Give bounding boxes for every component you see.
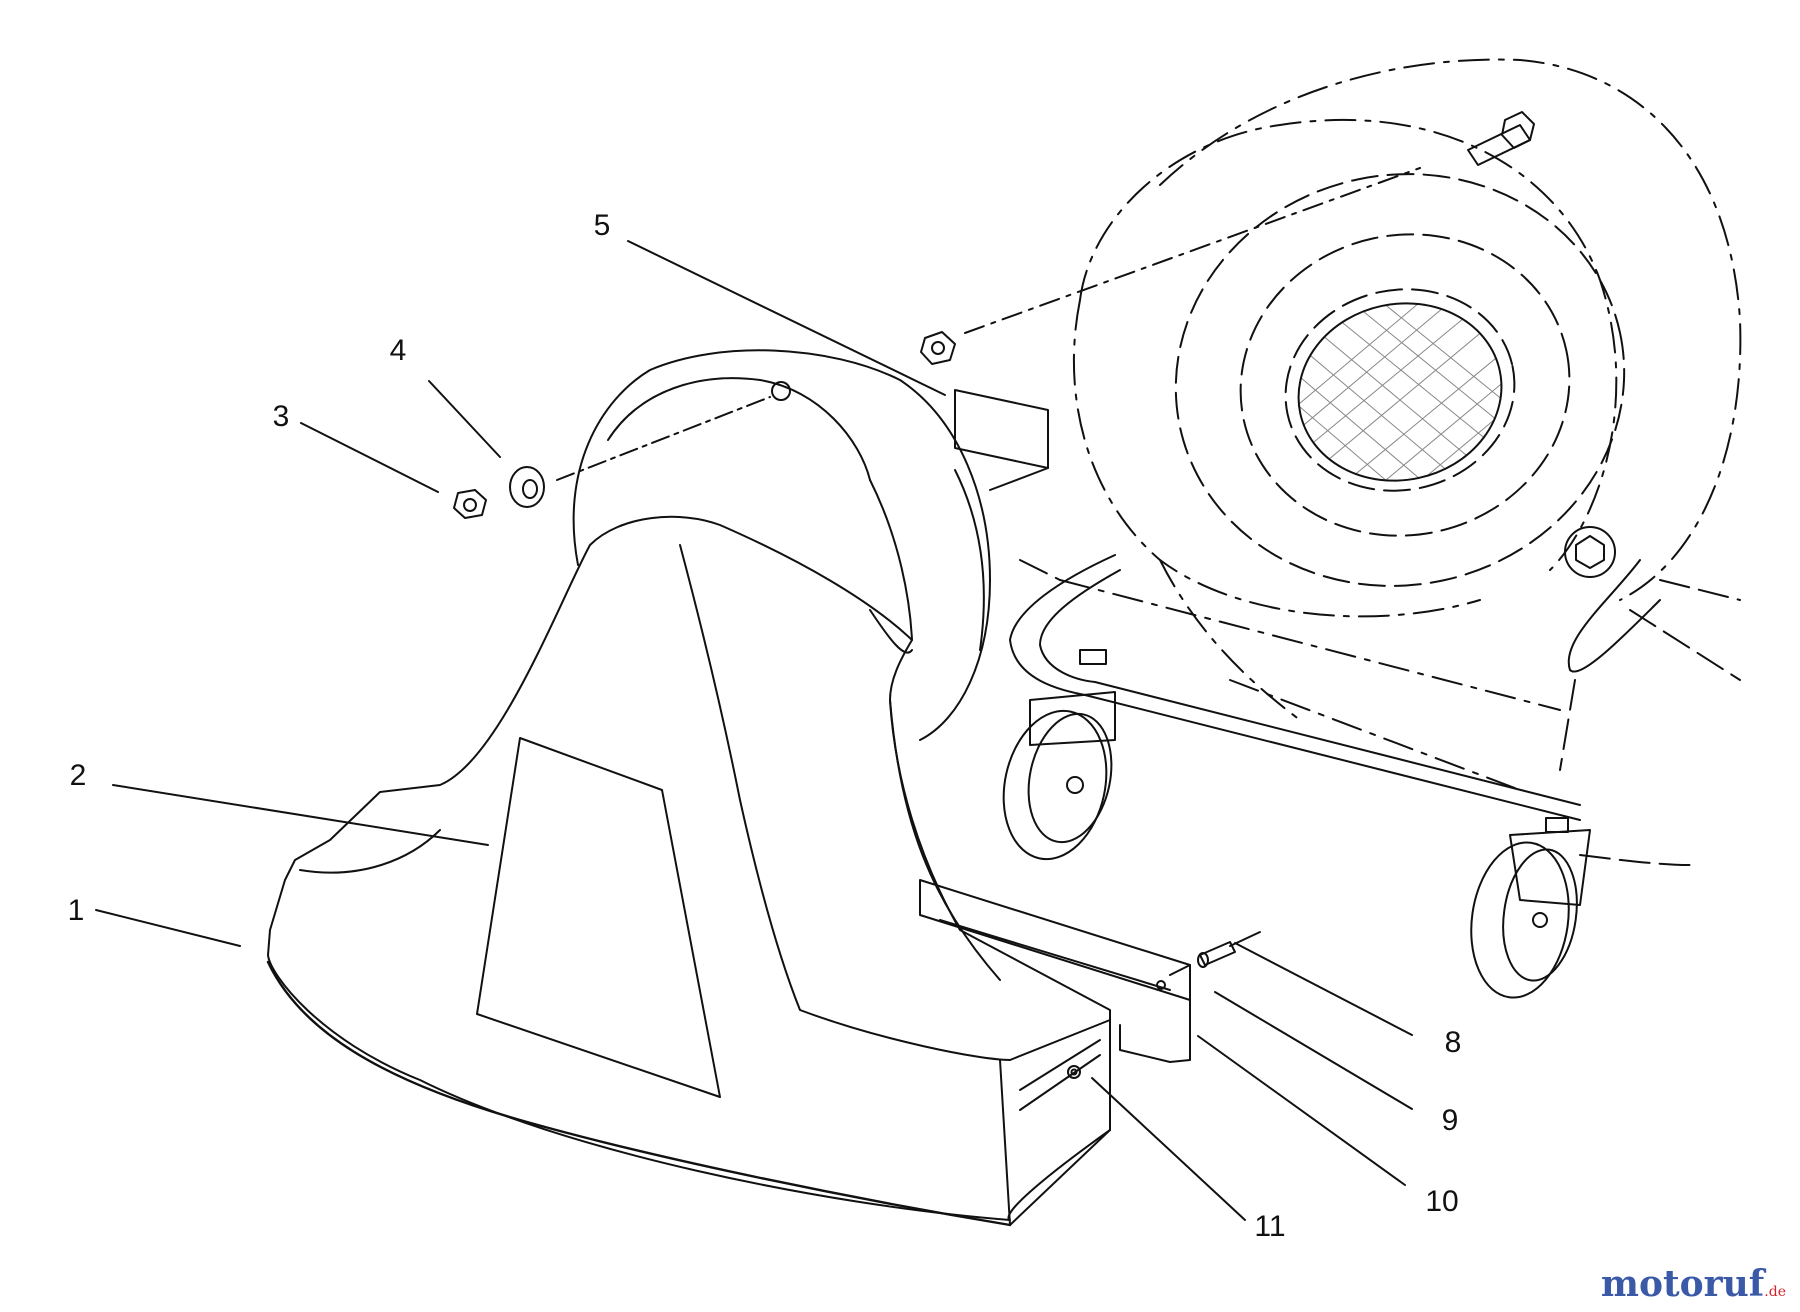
- callout-1: 1: [67, 894, 85, 927]
- callout-2: 2: [69, 759, 87, 792]
- hinge-bar: [919, 879, 1191, 1063]
- watermark-sub: .de: [1764, 1284, 1786, 1300]
- leader-lines: [95, 240, 1413, 1221]
- nut: [453, 489, 487, 519]
- watermark-main: motoruf: [1600, 1263, 1765, 1305]
- chute-housing: [266, 515, 1111, 1227]
- wheel-axle: [1009, 554, 1581, 833]
- front-wheel-left: [1002, 691, 1116, 861]
- upper-nut: [920, 331, 956, 365]
- callout-9: 9: [1441, 1104, 1459, 1137]
- engine-bolt: [1564, 526, 1616, 578]
- callout-4: 4: [389, 334, 407, 367]
- washer: [509, 466, 545, 508]
- callout-3: 3: [272, 400, 290, 433]
- mower-phantom: [1019, 58, 1742, 791]
- engine-rings: [1174, 173, 1626, 587]
- upper-bolt: [1467, 111, 1535, 166]
- callout-11: 11: [1254, 1210, 1286, 1243]
- callout-10: 10: [1425, 1185, 1459, 1218]
- rivet: [1197, 931, 1261, 968]
- callout-8: 8: [1444, 1026, 1462, 1059]
- front-wheel-right: [1470, 829, 1591, 999]
- watermark-logo: motoruf.de: [1601, 1266, 1786, 1302]
- drum-decal: [954, 389, 1049, 469]
- decal-plate: [476, 737, 721, 1098]
- callout-5: 5: [593, 209, 611, 242]
- filter-mesh: [1281, 284, 1519, 500]
- blower-drum: [572, 349, 991, 741]
